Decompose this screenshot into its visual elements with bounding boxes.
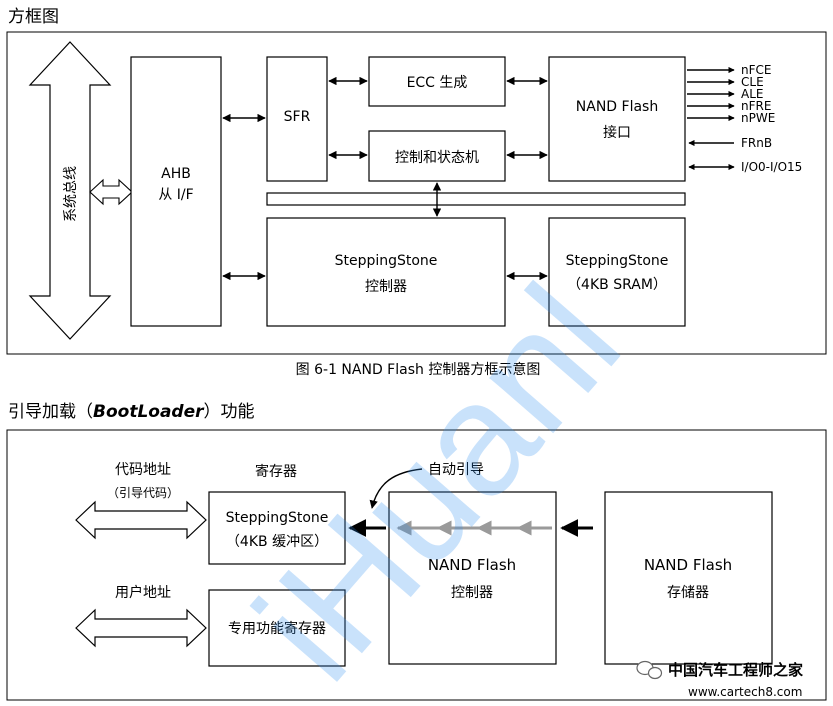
sfr-label: SFR [284, 109, 311, 125]
auto-boot-label: 自动引导 [428, 462, 484, 478]
ss-buffer-label-line2: （4KB 缓冲区） [226, 534, 328, 550]
steppingstone-sram-block [548, 217, 686, 327]
nand-interface-label-line2: 接口 [603, 124, 631, 141]
ahb-label-line2: 从 I/F [158, 187, 193, 203]
sfr-block [266, 56, 328, 182]
control-state-machine-block [368, 130, 506, 182]
code-address-hollow-arrow [75, 500, 207, 540]
ecc-label: ECC 生成 [407, 75, 468, 91]
ss-sram-label-line2: （4KB SRAM） [567, 277, 667, 293]
figure-caption: 图 6-1 NAND Flash 控制器方框示意图 [296, 361, 541, 378]
site-url-watermark: www.cartech8.com [688, 685, 802, 699]
section2-heading: 引导加载（BootLoader）功能 [8, 402, 255, 422]
internal-bus-bar [266, 192, 686, 206]
steppingstone-controller-block [266, 217, 506, 327]
ecc-block [368, 56, 506, 107]
signal-npwe-label: nPWE [741, 111, 775, 125]
special-register-label: 专用功能寄存器 [228, 620, 326, 637]
bootloader-frame [6, 429, 827, 701]
wechat-icon [636, 660, 663, 680]
boot-code-label: （引导代码） [107, 486, 179, 500]
register-label: 寄存器 [255, 463, 297, 480]
site-name-watermark: 中国汽车工程师之家 [668, 661, 803, 679]
ahb-slave-block [130, 56, 222, 327]
nand-flash-interface-block [548, 56, 686, 182]
user-address-label: 用户地址 [115, 584, 171, 601]
auto-boot-pointer-arrow [369, 468, 423, 509]
nand-controller-label-line2: 控制器 [451, 585, 493, 601]
block-diagram-frame [6, 31, 827, 355]
steppingstone-buffer-block [208, 491, 346, 565]
ss-sram-label-line1: SteppingStone [566, 253, 669, 269]
system-bus-arrow [28, 41, 112, 340]
signal-nfre-label: nFRE [741, 99, 771, 113]
signal-cle-label: CLE [741, 75, 764, 89]
system-bus-label: 系统总线 [63, 166, 79, 222]
ss-controller-label-line2: 控制器 [365, 279, 407, 295]
nand-controller-label-line1: NAND Flash [428, 556, 516, 574]
nand-memory-label-line2: 存储器 [667, 585, 709, 601]
signal-io-label: I/O0-I/O15 [741, 160, 802, 174]
nand-flash-memory-block [604, 491, 773, 665]
section1-heading: 方框图 [8, 7, 59, 27]
signal-nfce-label: nFCE [741, 63, 771, 77]
control-state-machine-label: 控制和状态机 [395, 150, 479, 166]
ss-buffer-label-line1: SteppingStone [226, 510, 329, 526]
user-address-hollow-arrow [75, 608, 207, 648]
special-function-register-block [208, 589, 346, 667]
bus-ahb-hollow-arrow [89, 178, 133, 206]
code-address-label: 代码地址 [115, 462, 171, 478]
signal-ale-label: ALE [741, 87, 763, 101]
signal-frnb-label: FRnB [741, 136, 772, 150]
nand-interface-label-line1: NAND Flash [576, 99, 658, 115]
ss-controller-label-line1: SteppingStone [335, 253, 438, 269]
ahb-label-line1: AHB [161, 166, 191, 182]
nand-memory-label-line1: NAND Flash [644, 556, 732, 574]
